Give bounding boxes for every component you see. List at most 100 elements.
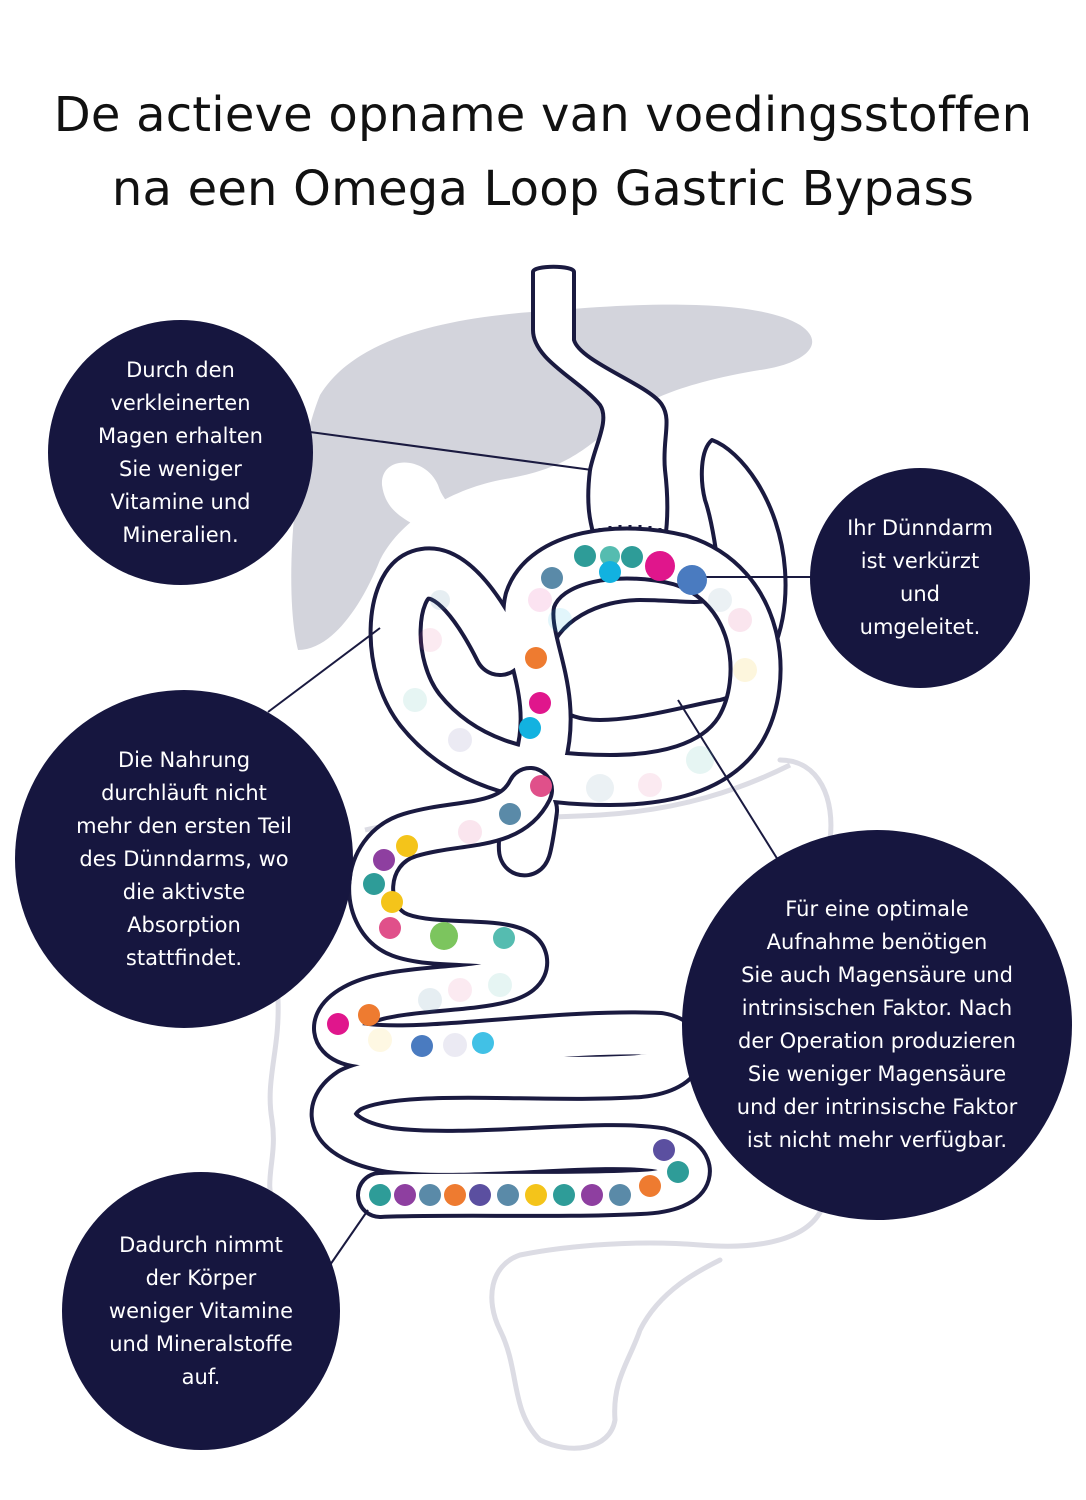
- callout-line: der Operation produzieren: [738, 1029, 1016, 1053]
- nutrient-dot: [469, 1184, 491, 1206]
- nutrient-dot: [525, 1184, 547, 1206]
- nutrient-dot: [394, 1184, 416, 1206]
- callout-line: der Körper: [145, 1265, 257, 1290]
- callout-line: und: [900, 582, 940, 606]
- nutrient-dot: [548, 608, 572, 632]
- nutrient-dot: [472, 1032, 494, 1054]
- title-line-2: na een Omega Loop Gastric Bypass: [111, 161, 975, 217]
- callout-line: und Mineralstoffe: [109, 1331, 293, 1356]
- nutrient-dot: [363, 873, 385, 895]
- callout-line: auf.: [181, 1364, 221, 1389]
- callout-line: Durch den: [126, 357, 235, 382]
- callout-line: Vitamine und: [110, 489, 251, 514]
- callout-line: ist nicht mehr verfügbar.: [746, 1128, 1008, 1152]
- page-title: De actieve opname van voedingsstoffen na…: [0, 78, 1086, 226]
- nutrient-dot: [677, 565, 707, 595]
- connector-stomach: [309, 431, 593, 471]
- nutrient-dot: [639, 1175, 661, 1197]
- callout-line: ist verkürzt: [860, 549, 980, 573]
- callout-line: Ihr Dünndarm: [847, 516, 993, 540]
- nutrient-dot: [529, 692, 551, 714]
- nutrient-dot: [645, 551, 675, 581]
- nutrient-dot: [525, 647, 547, 669]
- nutrient-dot: [418, 988, 442, 1012]
- nutrient-dot: [581, 1184, 603, 1206]
- nutrient-dot: [528, 588, 552, 612]
- nutrient-dot: [396, 835, 418, 857]
- nutrient-dot: [653, 1139, 675, 1161]
- callout-line: intrinsischen Faktor. Nach: [741, 996, 1013, 1020]
- callout-line: Für eine optimale: [785, 897, 969, 921]
- callout-reduced-stomach: Durch den verkleinerten Magen erhalten S…: [48, 320, 313, 585]
- nutrient-dot: [379, 917, 401, 939]
- nutrient-dot: [418, 628, 442, 652]
- callout-shortened-intestine: Ihr Dünndarm ist verkürzt und umgeleitet…: [810, 468, 1030, 688]
- nutrient-dot: [458, 820, 482, 844]
- callout-line: weniger Vitamine: [108, 1298, 294, 1323]
- nutrient-dot: [499, 803, 521, 825]
- callout-reduced-absorption: Dadurch nimmt der Körper weniger Vitamin…: [62, 1172, 340, 1450]
- gallbladder-shape: [381, 462, 462, 543]
- esophagus-pouch-outline: [531, 264, 670, 542]
- callout-line: Magen erhalten: [98, 423, 263, 448]
- nutrient-dot: [667, 1161, 689, 1183]
- nutrient-dot: [430, 922, 458, 950]
- nutrient-dot: [686, 746, 714, 774]
- nutrient-dot: [609, 1184, 631, 1206]
- nutrient-dot: [444, 1184, 466, 1206]
- nutrient-dot: [381, 891, 403, 913]
- nutrient-dot: [369, 1184, 391, 1206]
- callout-line: mehr den ersten Teil: [76, 813, 292, 838]
- nutrient-dot: [493, 927, 515, 949]
- nutrient-dot: [541, 567, 563, 589]
- callout-line: durchläuft nicht: [101, 780, 267, 805]
- connector-bypass: [267, 627, 381, 713]
- nutrient-dot: [327, 1013, 349, 1035]
- nutrient-dot: [368, 1028, 392, 1052]
- nutrient-dot: [430, 590, 450, 610]
- omega-loop-tube-inner: [372, 530, 779, 874]
- callout-line: stattfindet.: [125, 945, 243, 970]
- nutrient-dot: [553, 1184, 575, 1206]
- callout-line: Aufnahme benötigen: [766, 930, 988, 954]
- nutrient-dot: [448, 728, 472, 752]
- connector-acid: [677, 699, 779, 861]
- callout-line: verkleinerten: [110, 390, 251, 415]
- nutrient-dot: [358, 1004, 380, 1026]
- nutrient-dot: [411, 1035, 433, 1057]
- callout-line: Sie weniger Magensäure: [747, 1062, 1007, 1086]
- nutrient-dot: [574, 545, 596, 567]
- nutrient-dot: [488, 973, 512, 997]
- nutrient-dot: [497, 1184, 519, 1206]
- nutrient-dot: [530, 775, 552, 797]
- nutrient-dot: [728, 608, 752, 632]
- nutrient-dot: [443, 1033, 467, 1057]
- callout-line: Sie auch Magensäure und: [741, 963, 1013, 987]
- nutrient-dot: [733, 658, 757, 682]
- callout-line: des Dünndarms, wo: [79, 846, 289, 871]
- nutrient-dot: [419, 1184, 441, 1206]
- callout-line: Absorption: [127, 912, 241, 937]
- callout-line: Dadurch nimmt: [119, 1232, 283, 1257]
- nutrient-dot: [586, 774, 614, 802]
- callout-line: Die Nahrung: [117, 747, 251, 772]
- callout-connectors: [267, 431, 812, 1266]
- callout-line: Mineralien.: [122, 522, 239, 547]
- callout-bypassed-duodenum: Die Nahrung durchläuft nicht mehr den er…: [15, 690, 353, 1028]
- connector-result: [329, 1209, 369, 1266]
- nutrient-dot: [519, 717, 541, 739]
- callout-stomach-acid: Für eine optimale Aufnahme benötigen Sie…: [682, 830, 1072, 1220]
- nutrient-dot: [708, 588, 732, 612]
- nutrient-dot: [403, 688, 427, 712]
- nutrient-dot: [638, 773, 662, 797]
- nutrient-dots: [327, 545, 757, 1206]
- liver-shape: [291, 304, 813, 650]
- title-line-1: De actieve opname van voedingsstoffen: [53, 87, 1033, 143]
- callout-line: umgeleitet.: [859, 615, 981, 639]
- nutrient-dot: [448, 978, 472, 1002]
- nutrient-dot: [373, 849, 395, 871]
- callout-line: und der intrinsische Faktor: [736, 1095, 1018, 1119]
- nutrient-dot: [599, 561, 621, 583]
- callout-line: die aktivste: [122, 879, 246, 904]
